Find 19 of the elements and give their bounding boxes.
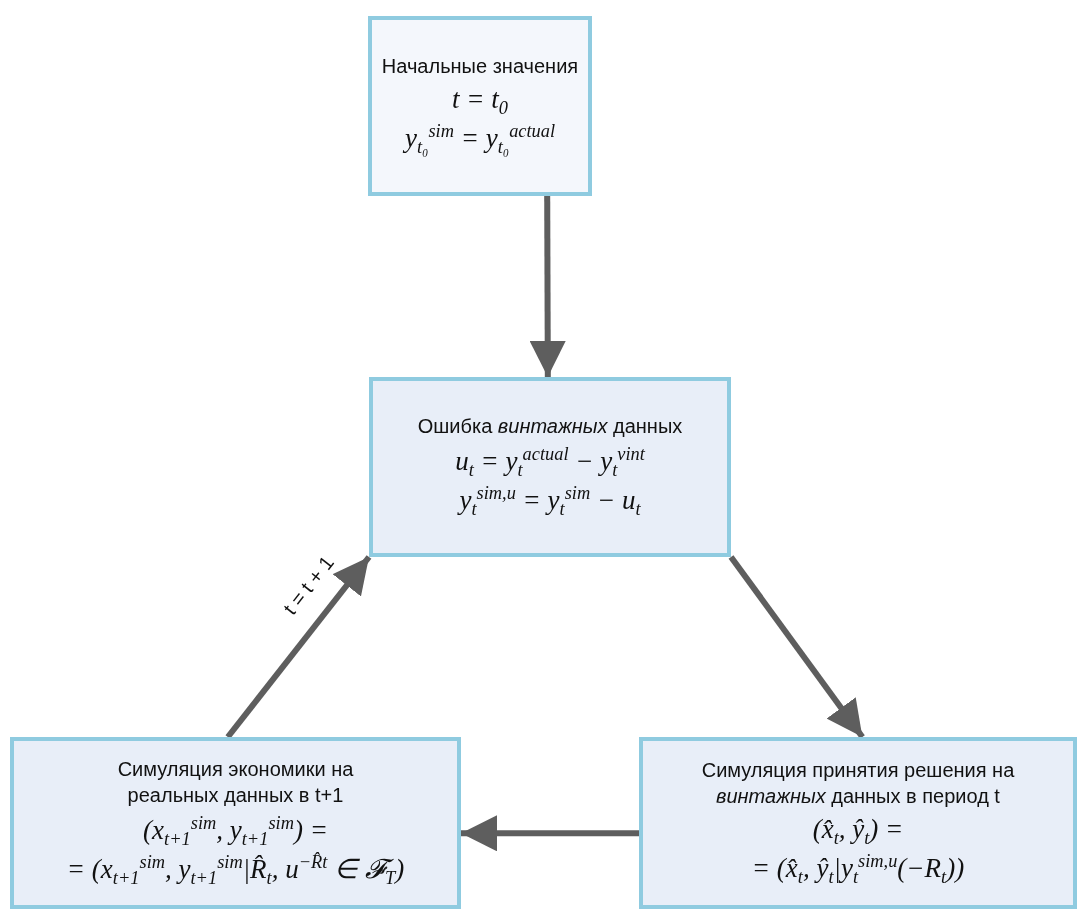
box-heading: Ошибка винтажных данных (417, 413, 683, 439)
formula: (x$_{t+1}$$^{sim}$, y$_{t+1}$$^{sim}$) = (143, 811, 328, 851)
formula: t = t$_{0}$ (452, 82, 508, 120)
edge-label: t = t + 1 (278, 551, 339, 619)
process-box (639, 737, 1077, 909)
box-heading: Начальные значения (381, 53, 579, 79)
formula: y$_{t}$$^{sim,u}$ = y$_{t}$$^{sim}$ − u$_{t}$ (459, 482, 641, 522)
formula: = (x$_{t+1}$$^{sim}$, y$_{t+1}$$^{sim}$|R̂$_{t}$, u$^{−R̂t}$ ∈ 𝓕$_{T}$) (66, 851, 405, 891)
arrow (728, 555, 865, 739)
arrow (461, 815, 639, 852)
process-box (368, 16, 592, 196)
box-heading: Симуляция принятия решения на винтажных данных в период t (700, 757, 1016, 809)
process-box (10, 737, 461, 909)
process-box (369, 377, 731, 557)
formula: (x̂$_{t}$, ŷ$_{t}$) = (812, 812, 904, 850)
arrow (225, 555, 372, 739)
formula: = (x̂$_{t}$, ŷ$_{t}$|y$_{t}$$^{sim,u}$(−R$_{t}$)) (751, 850, 965, 890)
box-heading: Симуляция экономики на реальных данных в t+1 (116, 756, 355, 808)
arrow (529, 196, 566, 377)
